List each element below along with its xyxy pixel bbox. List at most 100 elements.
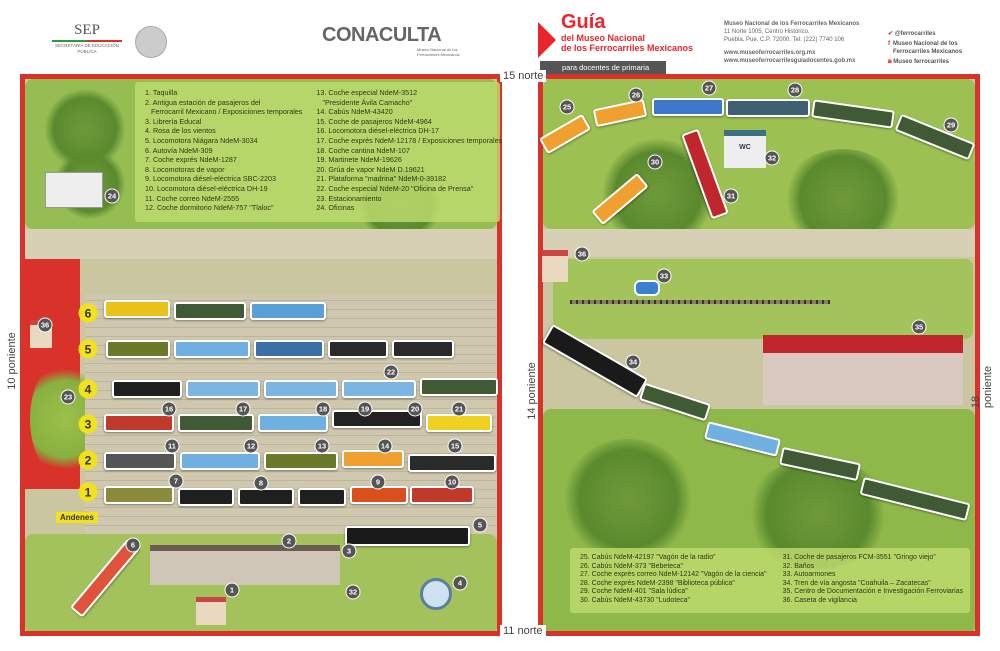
cedif-building[interactable] (763, 335, 963, 405)
niagara-locomotive[interactable] (345, 526, 470, 546)
steam-locomotive[interactable] (178, 488, 234, 506)
map-marker[interactable]: 29 (943, 117, 959, 133)
locomotive-train-3[interactable] (104, 414, 174, 432)
car-train-2[interactable] (180, 452, 260, 470)
facebook-icon: f (888, 41, 890, 47)
map-marker[interactable]: 23 (60, 389, 76, 405)
railroad-track (570, 300, 830, 304)
map-marker[interactable]: 31 (723, 188, 739, 204)
map-marker[interactable]: 4 (452, 575, 468, 591)
map-marker[interactable]: 22 (383, 364, 399, 380)
map-marker[interactable]: 16 (161, 401, 177, 417)
bumper-car-icon[interactable] (634, 280, 660, 296)
map-marker[interactable]: 8 (253, 475, 269, 491)
legend-item: 23. Estacionamiento (316, 193, 382, 203)
caboose-train-2[interactable] (342, 450, 404, 468)
map-marker[interactable]: 10 (444, 474, 460, 490)
twitter-link[interactable]: ✔ @ferrocarriles (888, 30, 978, 38)
map-marker[interactable]: 14 (377, 438, 393, 454)
crane-train-3[interactable] (332, 410, 422, 428)
map-marker[interactable]: 27 (701, 80, 717, 96)
map-marker[interactable]: 11 (164, 438, 180, 454)
map-marker[interactable]: 3 (341, 543, 357, 559)
website-2[interactable]: www.museoferrocarrilesguiadocentes.gob.m… (724, 58, 856, 64)
sep-logo: SEP SECRETARÍA DE EDUCACIÓN PÚBLICA (52, 22, 122, 55)
car-train-4[interactable] (420, 378, 498, 396)
guide-title-block: Guía del Museo Nacional de los Ferrocarr… (561, 12, 693, 54)
map-marker[interactable]: 9 (370, 474, 386, 490)
map-marker[interactable]: 20 (407, 401, 423, 417)
map-marker[interactable]: 2 (281, 533, 297, 549)
diesel-locomotive[interactable] (410, 486, 474, 504)
map-marker[interactable]: 5 (472, 517, 488, 533)
map-marker[interactable]: 32 (345, 584, 361, 600)
map-marker[interactable]: 18 (315, 401, 331, 417)
audience-bar: para docentes de primaria (540, 61, 666, 74)
car-train-6[interactable] (174, 302, 246, 320)
street-north: 15 norte (500, 70, 547, 82)
steam-locomotive[interactable] (238, 488, 294, 506)
legend-item: 6. Autovía NdeM-309 (145, 145, 213, 155)
car-train-5[interactable] (328, 340, 388, 358)
car-train-4[interactable] (342, 380, 416, 398)
map-marker[interactable]: 1 (224, 582, 240, 598)
car-train-2[interactable] (408, 454, 496, 472)
map-marker[interactable]: 13 (314, 438, 330, 454)
coat-of-arms-icon (135, 26, 167, 58)
express-car-27[interactable] (652, 98, 724, 116)
car-train-6[interactable] (250, 302, 326, 320)
car-train-5[interactable] (392, 340, 454, 358)
legend-item: 7. Coche exprés NdeM-1287 (145, 155, 237, 165)
old-station-building[interactable] (150, 545, 340, 585)
map-marker[interactable]: 25 (559, 99, 575, 115)
street-east: 18 poniente (970, 365, 995, 409)
facebook-name: Museo Nacional de los Ferrocarriles Mexi… (893, 41, 963, 55)
express-car-28[interactable] (726, 99, 810, 117)
car-train-2[interactable] (104, 452, 176, 470)
locomotive-train-6[interactable] (104, 300, 170, 318)
map-marker[interactable]: 15 (447, 438, 463, 454)
conaculta-logo: CONACULTA Museo Nacional de los Ferrocar… (322, 24, 477, 57)
map-marker[interactable]: 7 (168, 473, 184, 489)
car-train-1[interactable] (104, 486, 174, 504)
track-1-badge: 1 (78, 482, 98, 502)
steam-locomotive[interactable] (298, 488, 346, 506)
legend-item: 32. Baños (782, 562, 815, 570)
car-train-4[interactable] (186, 380, 260, 398)
map-marker[interactable]: 26 (628, 87, 644, 103)
map-marker[interactable]: 36 (37, 317, 53, 333)
map-marker[interactable]: 30 (647, 154, 663, 170)
map-marker[interactable]: 33 (656, 268, 672, 284)
map-marker[interactable]: 19 (357, 401, 373, 417)
car-train-5[interactable] (106, 340, 170, 358)
car-train-3[interactable] (258, 414, 328, 432)
map-marker[interactable]: 35 (911, 319, 927, 335)
map-marker[interactable]: 32 (764, 150, 780, 166)
map-marker[interactable]: 21 (451, 401, 467, 417)
map-marker[interactable]: 12 (243, 438, 259, 454)
website-1[interactable]: www.museoferrocarriles.org.mx (724, 50, 816, 56)
locomotive-train-4[interactable] (112, 380, 182, 398)
instagram-link[interactable]: ◙ Museo ferrocarriles (888, 58, 978, 66)
legend-item: 1. Taquilla (145, 88, 178, 97)
map-marker[interactable]: 17 (235, 401, 251, 417)
car-train-3[interactable] (178, 414, 254, 432)
legend-item: 28. Coche exprés NdeM-2398 "Biblioteca p… (580, 579, 735, 587)
car-train-5[interactable] (174, 340, 250, 358)
legend-item: 24. Oficinas (316, 203, 355, 213)
ticket-booth-icon[interactable] (196, 597, 226, 625)
map-marker[interactable]: 6 (125, 537, 141, 553)
car-train-5[interactable] (254, 340, 324, 358)
map-marker[interactable]: 28 (787, 82, 803, 98)
twitter-icon: ✔ (888, 31, 894, 37)
legend-item: 14. Cabús NdeM-43420 (316, 107, 393, 117)
map-marker[interactable]: 34 (625, 354, 641, 370)
bathrooms-building[interactable]: WC (724, 130, 766, 168)
car-train-2[interactable] (264, 452, 338, 470)
map-marker[interactable]: 24 (104, 188, 120, 204)
flatcar-train-3[interactable] (426, 414, 492, 432)
map-marker[interactable]: 36 (574, 246, 590, 262)
car-train-4[interactable] (264, 380, 338, 398)
instagram-name: Museo ferrocarriles (893, 59, 949, 65)
